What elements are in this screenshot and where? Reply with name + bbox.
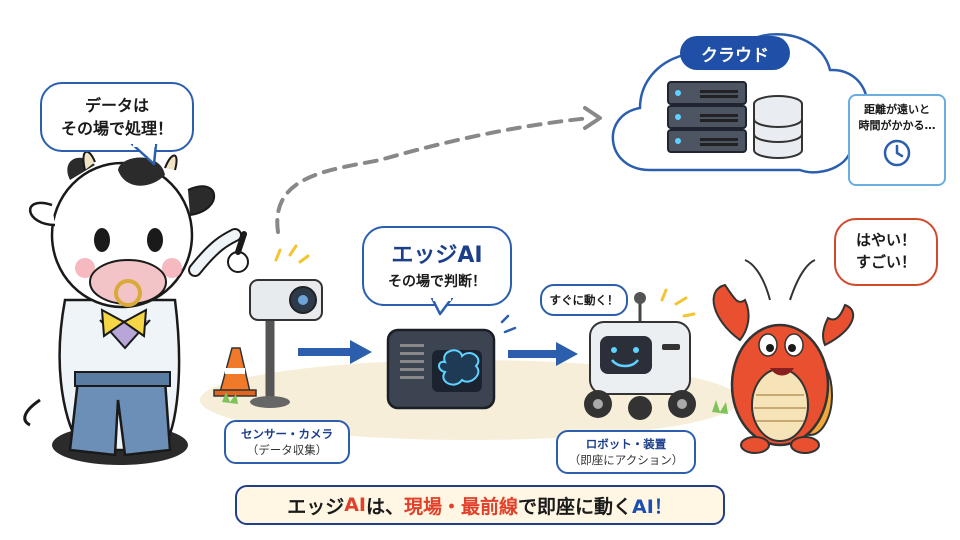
sensor-caption: センサー・カメラ （データ収集） [224,420,350,465]
cloud-label: クラウド [701,45,769,66]
banner-part-4: 現場・最前線 [404,495,519,518]
cloud-label-pill: クラウド [680,36,790,70]
robot-speech-text: すぐに動く！ [549,292,619,307]
sensor-caption-title: センサー・カメラ [241,427,333,441]
banner-part-3: は、 [365,495,404,518]
traffic-cone-icon [213,347,257,397]
edge-ai-bubble: エッジAI その場で判断！ [362,226,512,306]
sensor-caption-sub: （データ収集） [246,443,328,458]
cow-speech-line-1: データは [84,95,149,115]
edge-device-icon [386,314,517,410]
cloud-dashed-arrow [275,116,592,234]
lobster-speech-line-1: はやい！ [855,231,916,250]
flow-arrow-1 [298,340,372,364]
latency-note-box: 距離が遠いと 時間がかかる… [848,94,946,186]
latency-note-line-1: 距離が遠いと [864,103,930,116]
lobster-speech-bubble: はやい！ すごい！ [834,218,938,286]
robot-caption-title: ロボット・装置 [585,437,667,451]
banner-part-1: エッジ [287,495,345,518]
edge-ai-title: エッジAI [391,242,483,268]
banner-part-6: AI！ [632,495,673,518]
robot-speech-bubble: すぐに動く！ [540,284,628,316]
cow-character [23,150,249,465]
robot-caption: ロボット・装置 （即座にアクション） [556,430,696,475]
clock-icon [883,139,911,167]
robot-icon [584,288,696,420]
edge-bubble-tail [430,298,454,316]
database-icon [753,95,803,159]
cow-speech-bubble: データは その場で処理！ [40,82,194,152]
lobster-character [712,259,855,454]
server-icon [667,81,747,153]
latency-note-line-2: 時間がかかる… [858,118,936,132]
camera-icon [249,244,323,408]
robot-caption-sub: （即座にアクション） [568,453,684,468]
flow-arrow-2 [508,342,578,366]
lobster-speech-line-2: すごい！ [855,253,916,271]
cow-speech-line-2: その場で処理！ [60,119,173,138]
brain-icon [438,349,480,386]
cow-bubble-tail [130,144,158,166]
edge-ai-subtitle: その場で判断！ [388,273,486,290]
banner-part-2: AI [344,494,366,516]
banner-part-5: で即座に動く [518,495,633,518]
